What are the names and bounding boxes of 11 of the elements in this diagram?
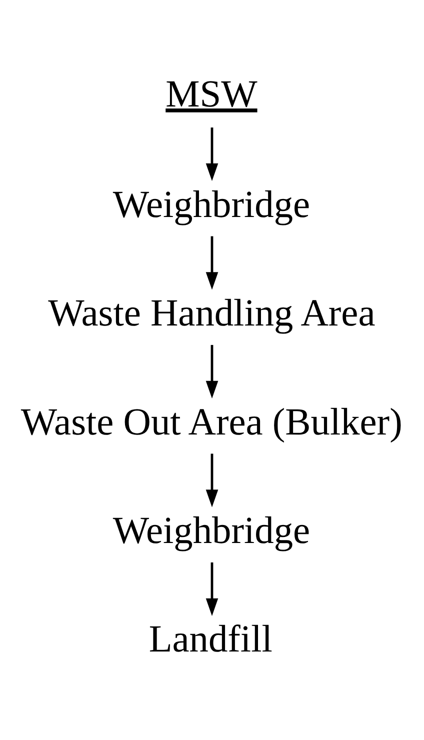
node-text: Landfill xyxy=(148,618,272,661)
arrow xyxy=(206,128,218,182)
node-text: Waste Handling Area xyxy=(48,292,376,335)
arrow xyxy=(206,344,218,398)
node-text: Weighbridge xyxy=(112,184,310,226)
arrow xyxy=(206,454,218,508)
arrow xyxy=(206,236,218,290)
node-text: Waste Out Area (Bulker) xyxy=(20,401,402,444)
node-text: MSW xyxy=(166,73,258,116)
arrow xyxy=(206,562,218,616)
node-text: Weighbridge xyxy=(112,510,310,552)
